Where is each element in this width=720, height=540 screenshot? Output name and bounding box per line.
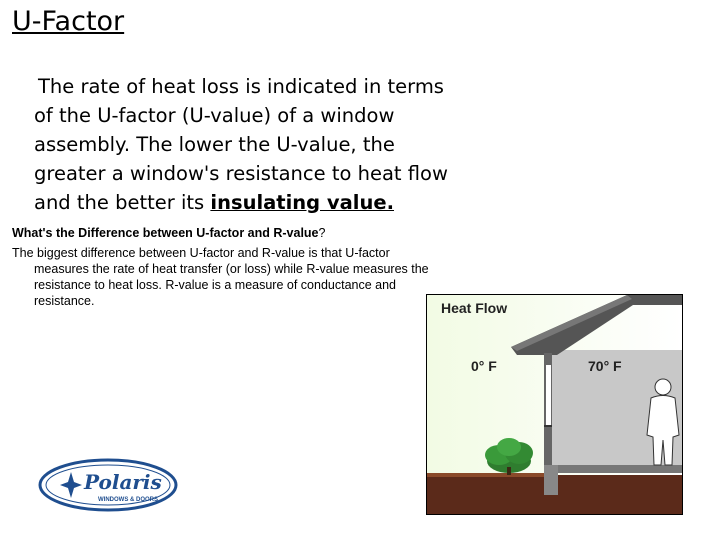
- body-line: of the U-factor (U-value) of a window: [34, 104, 395, 127]
- outside-temp-label: 0° F: [471, 358, 497, 374]
- foundation: [544, 465, 558, 495]
- body-text: The rate of heat loss is indicated in te…: [34, 72, 464, 217]
- svg-text:WINDOWS & DOORS: WINDOWS & DOORS: [98, 497, 158, 503]
- floor-slab: [544, 465, 682, 473]
- slide-title: U-Factor: [12, 6, 125, 37]
- figure-title: Heat Flow: [441, 300, 507, 316]
- inside-temp-label: 70° F: [588, 358, 622, 374]
- roof-icon: [511, 295, 682, 355]
- person-icon: [646, 378, 680, 466]
- heat-flow-diagram: Heat Flow 0° F 70° F: [426, 294, 683, 515]
- heat-flow-illustration: Heat Flow 0° F 70° F: [427, 295, 682, 514]
- body-line: assembly. The lower the U-value, the: [34, 133, 395, 156]
- svg-text:Polaris: Polaris: [83, 470, 162, 494]
- body-line: and the better its insulating value.: [34, 191, 394, 214]
- subheading: What's the Difference between U-factor a…: [12, 226, 326, 240]
- explanation-paragraph: The biggest difference between U-factor …: [12, 246, 429, 308]
- star-icon: [60, 472, 82, 498]
- insulating-value-emphasis: insulating value.: [210, 191, 394, 214]
- body-line: The rate of heat loss is indicated in te…: [38, 75, 444, 98]
- polaris-logo: Polaris WINDOWS & DOORS: [38, 458, 178, 512]
- body-line: greater a window's resistance to heat fl…: [34, 162, 448, 185]
- bush-icon: [485, 438, 533, 475]
- window-icon: [546, 365, 551, 425]
